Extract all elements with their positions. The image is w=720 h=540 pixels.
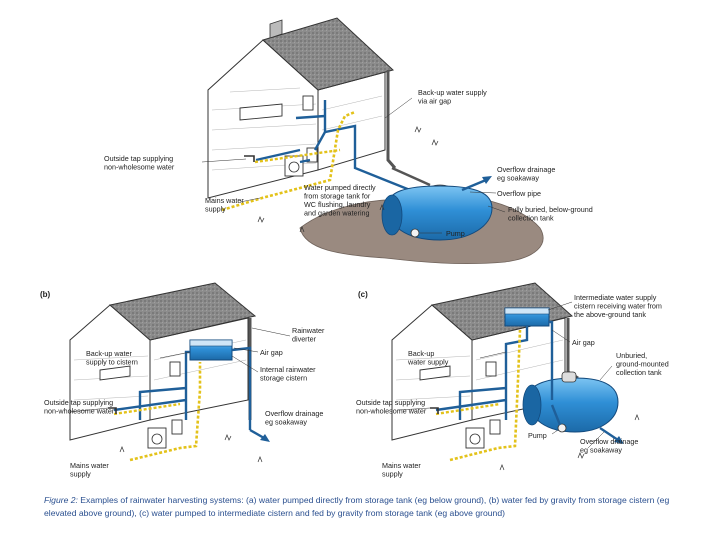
outside-tap-c (430, 407, 439, 414)
toilet-c-lower (489, 419, 501, 435)
bathtub-a (239, 103, 283, 121)
toilet-b-lower (171, 419, 183, 435)
panel-a-grass (257, 126, 439, 233)
overflow-arrow-c (599, 427, 619, 441)
intermediate-cistern-c-lid (504, 307, 550, 315)
downpipe-a (386, 70, 397, 169)
panel-b-leader-lines (69, 327, 291, 413)
panel-c-leader-lines (397, 301, 613, 449)
downpipe-c (566, 318, 579, 380)
panel-b-tag: (b) (40, 290, 51, 299)
outside-tap-b (108, 407, 117, 414)
panel-c: (c) (356, 282, 669, 479)
outside-tap-a (244, 155, 255, 162)
ground-tank-c-end (522, 384, 542, 426)
supply-pipe-c (435, 320, 562, 426)
label-a-overflow-pipe: Overflow pipe (497, 189, 541, 198)
washing-machine-b (147, 427, 167, 449)
mains-pipe-c (449, 329, 522, 462)
panel-b: (b) (40, 282, 325, 479)
downpipe-a-lateral (391, 166, 431, 187)
buried-tank-a-end (381, 194, 403, 236)
washing-machine-b-door (151, 433, 163, 445)
overflow-arrow-b (249, 428, 265, 440)
label-c-pump: Pump (528, 431, 547, 440)
mains-pipe-b (129, 362, 202, 462)
bathtub-b (99, 365, 131, 381)
pump-c (557, 423, 567, 433)
overflow-arrowhead-a (482, 176, 492, 184)
toilet-b-upper (169, 361, 181, 377)
panel-b-grass (119, 434, 263, 463)
label-a-pump: Pump (446, 229, 465, 238)
label-c-air-gap: Air gap (572, 338, 595, 347)
pump-a (410, 228, 420, 238)
overflow-arrowhead-c (614, 436, 624, 444)
panel-c-tag: (c) (358, 290, 368, 299)
panel-a-leader-lines (201, 97, 506, 234)
bathtub-c (419, 365, 451, 381)
overflow-arrow-a (461, 178, 487, 192)
supply-pipe-a (255, 100, 411, 192)
figure-label: Figure 2: (44, 495, 78, 505)
mains-pipe-a (221, 110, 356, 212)
figure-caption: Figure 2: Examples of rainwater harvesti… (44, 494, 684, 520)
washing-machine-a (284, 155, 304, 177)
house-a-chimney (269, 19, 283, 39)
toilet-a-upper (302, 95, 314, 111)
mains-branch-b (113, 402, 181, 416)
mains-branch-a (254, 148, 341, 164)
house-a-roof (262, 17, 395, 91)
toilet-c-upper (485, 361, 497, 377)
mains-branch-c (435, 402, 501, 416)
washing-machine-a-door (288, 161, 300, 173)
figure-caption-text: Examples of rainwater harvesting systems… (44, 495, 670, 518)
panel-c-grass (499, 414, 640, 471)
house-b-roof (108, 282, 257, 341)
overflow-arrowhead-b (260, 434, 270, 442)
supply-pipe-b (113, 346, 252, 430)
washing-machine-c-door (469, 433, 481, 445)
label-b-air-gap: Air gap (260, 348, 283, 357)
house-c-roof (430, 282, 574, 341)
ground-tank-c (527, 377, 619, 433)
ground-tank-c-inlet (561, 371, 577, 383)
internal-cistern-b-lid (189, 339, 233, 347)
washing-machine-c (465, 427, 485, 449)
